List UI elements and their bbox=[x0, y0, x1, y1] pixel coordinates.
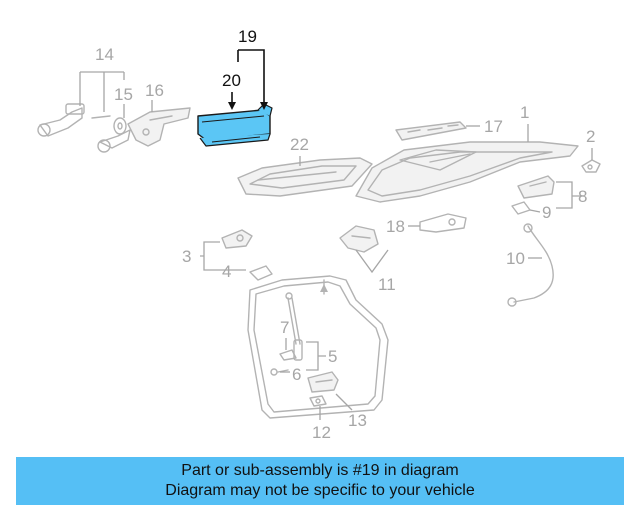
callout-9-leader bbox=[529, 209, 541, 213]
part-7-ball-stud bbox=[279, 349, 297, 361]
callout-14-leader bbox=[79, 71, 125, 112]
part-15-washer bbox=[113, 117, 127, 135]
part-11-lock bbox=[339, 225, 379, 253]
part-8-latch bbox=[517, 175, 555, 199]
part-14-hinge-bolts bbox=[37, 103, 131, 153]
callout-1: 1 bbox=[520, 103, 529, 122]
callout-14: 14 bbox=[95, 45, 114, 64]
callout-18: 18 bbox=[386, 217, 405, 236]
callout-16: 16 bbox=[145, 81, 164, 100]
callout-5: 5 bbox=[328, 347, 337, 366]
callout-5-6-leader bbox=[306, 341, 326, 371]
part-2-bracket bbox=[581, 159, 601, 173]
callout-12: 12 bbox=[312, 423, 331, 442]
callout-11: 11 bbox=[378, 275, 396, 294]
callout-7: 7 bbox=[280, 318, 289, 337]
part-16-hinge-bracket bbox=[127, 107, 191, 147]
callout-3-4-leader bbox=[200, 241, 246, 271]
part-5-gas-strut bbox=[285, 292, 303, 361]
callout-3: 3 bbox=[182, 247, 191, 266]
part-18-actuator bbox=[419, 213, 467, 233]
callout-11-leader bbox=[355, 249, 389, 274]
callout-8: 8 bbox=[578, 187, 587, 206]
part-weatherstrip bbox=[247, 275, 389, 419]
callout-2: 2 bbox=[586, 127, 595, 146]
part-6-ball-stud bbox=[270, 368, 289, 376]
part-10-cable bbox=[507, 223, 554, 307]
callout-19: 19 bbox=[238, 27, 257, 46]
callout-20-leader bbox=[228, 92, 236, 110]
part-17-spoiler bbox=[395, 121, 467, 141]
info-banner: Part or sub-assembly is #19 in diagram D… bbox=[16, 457, 624, 505]
part-9-clip bbox=[511, 201, 531, 215]
callout-9: 9 bbox=[542, 203, 551, 222]
callout-8-9-leader bbox=[556, 181, 584, 209]
part-22-glass bbox=[237, 157, 373, 197]
callout-4: 4 bbox=[222, 262, 231, 281]
callout-6: 6 bbox=[292, 365, 301, 384]
part-1-back-door bbox=[355, 141, 579, 203]
callout-13: 13 bbox=[348, 411, 367, 430]
part-3-hinge bbox=[221, 229, 253, 249]
part-4-stopper bbox=[249, 265, 273, 281]
banner-line-2: Diagram may not be specific to your vehi… bbox=[165, 482, 475, 499]
callout-19-leader bbox=[237, 49, 268, 110]
callout-20: 20 bbox=[222, 71, 241, 90]
parts-diagram: 14 15 16 19 20 22 17 1 bbox=[37, 27, 601, 442]
part-12-bolt bbox=[309, 395, 327, 407]
callout-17: 17 bbox=[484, 117, 503, 136]
callout-22: 22 bbox=[290, 135, 309, 154]
callout-10: 10 bbox=[506, 249, 525, 268]
callout-15: 15 bbox=[114, 85, 133, 104]
part-13-latch bbox=[307, 371, 339, 393]
part-19-highlighted-assembly bbox=[197, 103, 273, 147]
banner-line-1: Part or sub-assembly is #19 in diagram bbox=[181, 462, 459, 479]
callout-13-leader bbox=[335, 393, 353, 411]
